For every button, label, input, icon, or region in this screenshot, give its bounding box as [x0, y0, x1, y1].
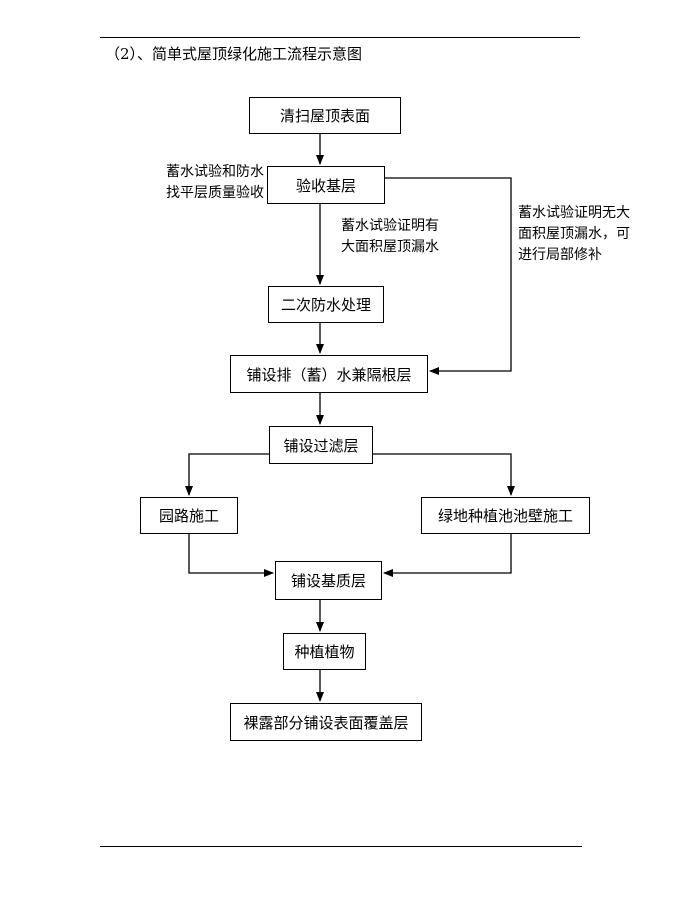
page-heading: （2）、简单式屋顶绿化施工流程示意图	[105, 45, 363, 63]
arrow-filter-to-road	[185, 453, 269, 496]
node-green-planter-wall: 绿地种植池池壁施工	[421, 497, 590, 534]
node-plant: 种植植物	[283, 633, 366, 670]
note-middle-line-2: 大面积屋顶漏水	[341, 239, 439, 255]
note-middle-line-1: 蓄水试验证明有	[341, 218, 439, 234]
note-right-line-2: 面积屋顶漏水，可	[518, 226, 630, 242]
top-rule	[100, 37, 580, 38]
node-drain-layer: 铺设排（蓄）水兼隔根层	[230, 355, 428, 393]
note-right-line-3: 进行局部修补	[518, 247, 602, 263]
arrow-accept-to-drain	[385, 177, 512, 375]
arrow-filter-to-green	[373, 453, 515, 496]
note-middle: 蓄水试验证明有 大面积屋顶漏水	[341, 216, 439, 258]
bottom-rule	[100, 846, 582, 847]
arrow-green-to-base	[383, 534, 512, 577]
note-left: 蓄水试验和防水 找平层质量验收	[166, 162, 264, 204]
node-road-construction: 园路施工	[140, 497, 238, 534]
arrow-road-to-base	[188, 534, 274, 577]
note-left-line-1: 蓄水试验和防水	[166, 164, 264, 180]
node-accept-base: 验收基层	[267, 166, 385, 204]
node-clean-roof: 清扫屋顶表面	[249, 97, 401, 134]
note-right: 蓄水试验证明无大 面积屋顶漏水，可 进行局部修补	[518, 203, 630, 266]
note-left-line-2: 找平层质量验收	[166, 185, 264, 201]
node-filter-layer: 铺设过滤层	[269, 426, 373, 464]
note-right-line-1: 蓄水试验证明无大	[518, 205, 630, 221]
node-surface-cover: 裸露部分铺设表面覆盖层	[230, 703, 422, 741]
node-substrate-layer: 铺设基质层	[275, 561, 382, 600]
node-second-waterproof: 二次防水处理	[268, 286, 384, 323]
